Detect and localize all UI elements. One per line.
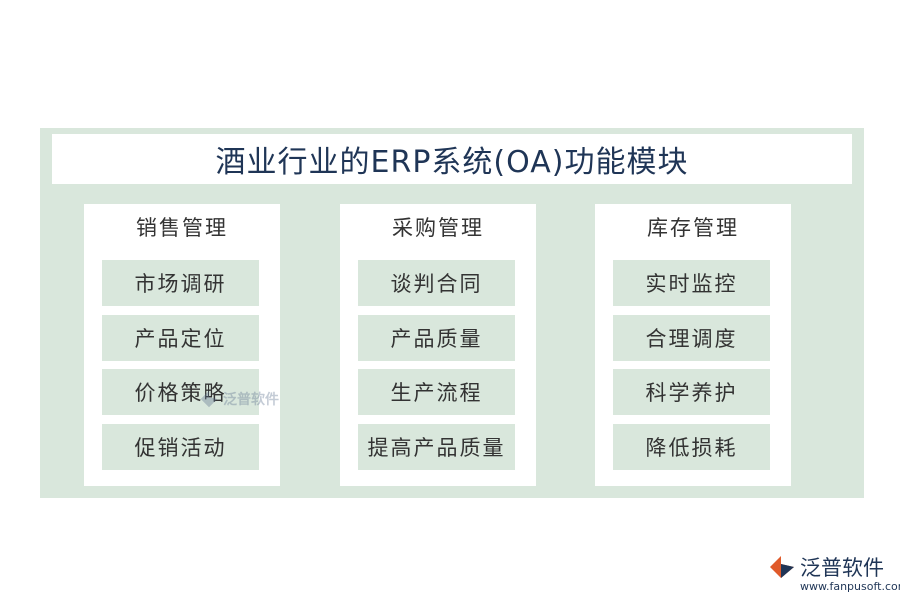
module-sales: 销售管理 市场调研 产品定位 价格策略 促销活动 [84,204,280,486]
module-item: 实时监控 [613,260,770,306]
module-title: 采购管理 [392,216,484,240]
module-item: 谈判合同 [358,260,515,306]
fanpu-logo-icon [770,556,794,578]
module-item: 合理调度 [613,315,770,361]
diagram-title: 酒业行业的ERP系统(OA)功能模块 [215,145,689,180]
module-item: 促销活动 [102,424,259,470]
brand-name: 泛普软件 [800,556,884,580]
module-item: 降低损耗 [613,424,770,470]
module-purchasing: 采购管理 谈判合同 产品质量 生产流程 提高产品质量 [340,204,536,486]
watermark-text: 泛普软件 [223,392,279,408]
module-item: 生产流程 [358,369,515,415]
diagram-panel: 酒业行业的ERP系统(OA)功能模块 销售管理 市场调研 产品定位 价格策略 促… [40,128,864,498]
module-title: 销售管理 [136,216,228,240]
brand-logo: 泛普软件 [768,552,884,582]
module-item: 提高产品质量 [358,424,515,470]
module-item: 价格策略 [102,369,259,415]
module-item: 科学养护 [613,369,770,415]
module-item: 产品质量 [358,315,515,361]
module-title: 库存管理 [647,216,739,240]
watermark: 泛普软件 [198,388,279,410]
brand-url: www.fanpusoft.com [800,580,900,593]
module-inventory: 库存管理 实时监控 合理调度 科学养护 降低损耗 [595,204,791,486]
module-item: 市场调研 [102,260,259,306]
fanpu-logo-icon [200,390,218,408]
module-item: 产品定位 [102,315,259,361]
title-bar: 酒业行业的ERP系统(OA)功能模块 [52,134,852,184]
